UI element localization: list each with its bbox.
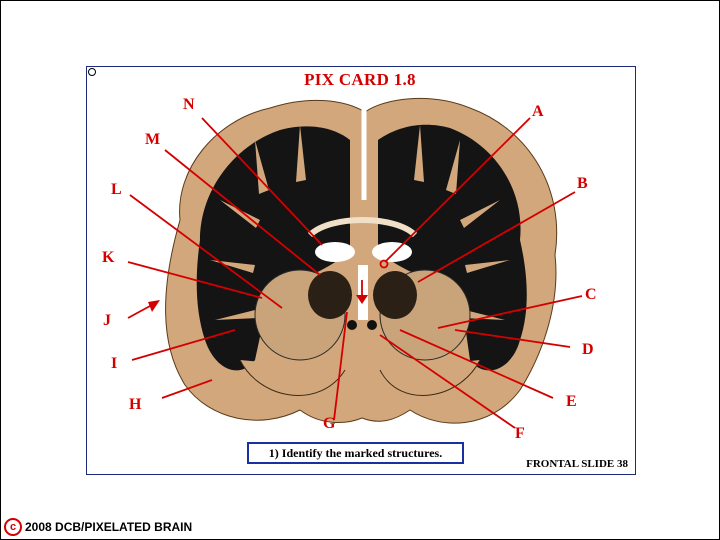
pointer-i [131, 329, 236, 361]
pointer-g [333, 311, 348, 421]
card-title: PIX CARD 1.8 [304, 70, 416, 89]
pointer-m [164, 149, 321, 276]
label-b: B [577, 175, 588, 192]
label-h: H [129, 396, 142, 413]
label-l: L [111, 181, 122, 198]
temporal-lobe-right [379, 359, 481, 396]
pointer-a [384, 117, 531, 263]
copyright-footer: c 2008 DCB/PIXELATED BRAIN [4, 518, 192, 536]
label-k: K [102, 249, 115, 266]
pointer-j [127, 305, 151, 319]
pointer-l [129, 194, 283, 309]
pointer-f [379, 334, 516, 429]
arrow-down-head [356, 295, 368, 304]
label-c: C [585, 286, 597, 303]
arrow-j-head [148, 300, 160, 312]
slide-label: FRONTAL SLIDE 38 [526, 458, 628, 470]
copyright-text: 2008 DCB/PIXELATED BRAIN [25, 520, 193, 534]
instruction-box: 1) Identify the marked structures. [247, 442, 464, 464]
corpus-callosum [307, 217, 418, 238]
pointer-e [399, 329, 554, 399]
temporal-lobe-left [239, 359, 346, 396]
label-f: F [515, 425, 525, 442]
label-g: G [323, 415, 336, 432]
pointer-d [454, 329, 571, 348]
label-m: M [145, 131, 161, 148]
ventricle-right [372, 242, 412, 262]
label-e: E [566, 393, 577, 410]
label-d: D [582, 341, 594, 358]
corner-dot-icon [88, 68, 96, 76]
label-i: I [111, 355, 118, 372]
white-matter-right [378, 124, 527, 371]
pointer-n [201, 117, 323, 246]
pointer-c [437, 295, 583, 329]
pointer-k [127, 261, 263, 299]
label-a: A [532, 103, 544, 120]
ventricle-left [315, 242, 355, 262]
pointer-h [161, 379, 213, 399]
copyright-icon: c [4, 518, 22, 536]
white-matter-left [196, 126, 350, 371]
label-j: J [103, 312, 111, 329]
label-n: N [183, 96, 195, 113]
pointer-b [417, 191, 576, 283]
